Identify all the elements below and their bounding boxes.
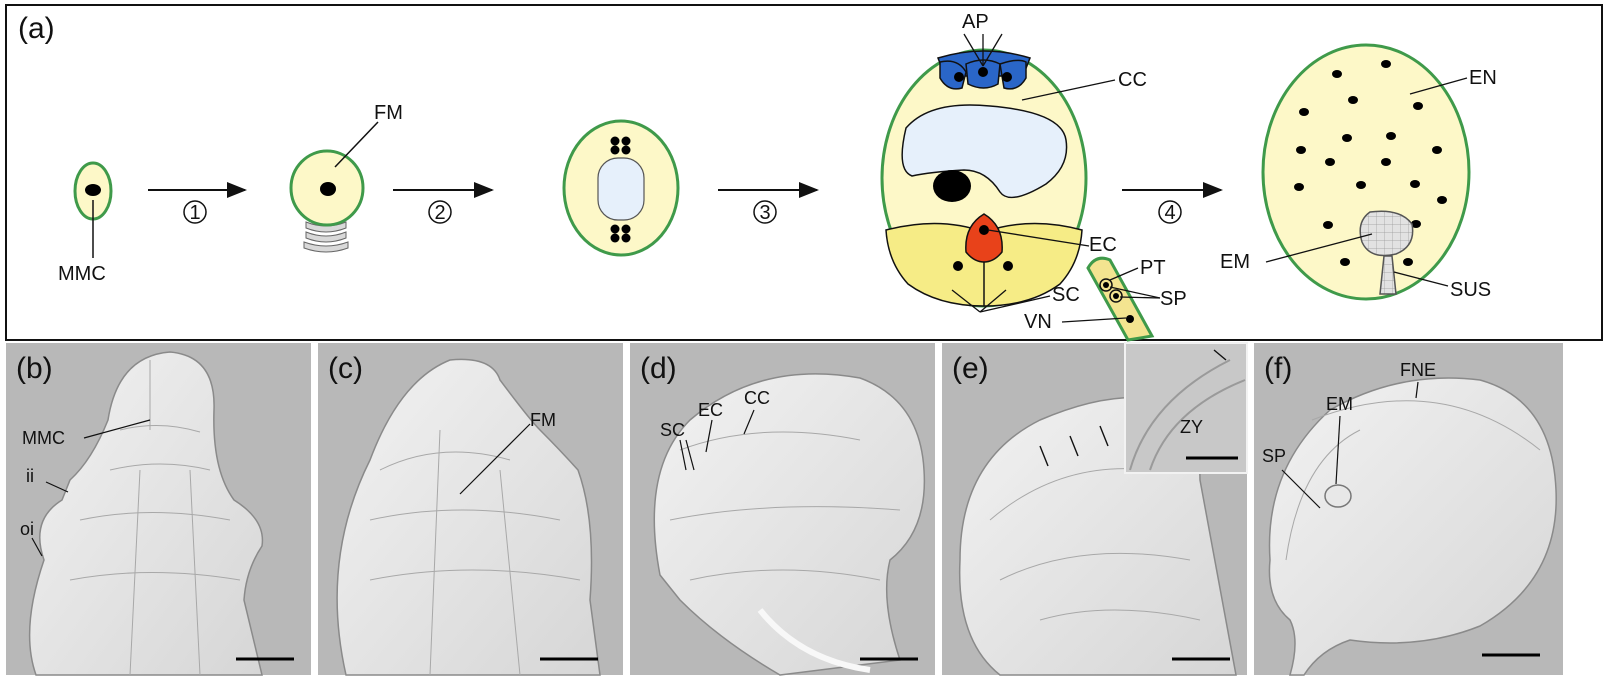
label-b-mmc: MMC (22, 428, 65, 448)
label-d-sc: SC (660, 420, 685, 440)
label-f-sp: SP (1262, 446, 1286, 466)
four-nucleate-sac (562, 119, 680, 257)
endosperm-cell: EN EM SUS (1220, 43, 1497, 301)
label-sp: SP (1160, 288, 1187, 310)
mmc-cell: MMC (58, 161, 113, 285)
embryo-proper (1359, 210, 1414, 295)
pollen-tube: PT SP VN (1024, 256, 1187, 342)
panel-e-micrograph: ZY (e) (942, 342, 1248, 676)
label-d-ec: EC (698, 400, 723, 420)
panel-label-c: (c) (328, 352, 363, 385)
panel-c-micrograph: (c) FM (318, 343, 623, 676)
label-ap: AP (962, 11, 989, 33)
label-vn: VN (1024, 311, 1052, 333)
label-f-em: EM (1326, 394, 1353, 414)
panel-f-micrograph: (f) FNE EM SP (1254, 343, 1563, 676)
step-number-1: 1 (189, 202, 200, 224)
label-sc: SC (1052, 284, 1080, 306)
panel-d-micrograph: (d) SC EC CC (630, 343, 935, 676)
label-b-oi: oi (20, 519, 34, 539)
panel-e-arrows (1039, 425, 1109, 467)
step-number-4: 4 (1164, 202, 1175, 224)
step-arrow-2: 2 (393, 182, 494, 224)
panel-a-schematic: (a) MMC 1 FM 2 (5, 4, 1603, 342)
label-f-fne: FNE (1400, 360, 1436, 380)
label-b-ii: ii (26, 466, 34, 486)
panel-label-a: (a) (18, 12, 55, 45)
step-arrow-3: 3 (718, 182, 819, 224)
fm-cell: FM (289, 102, 403, 253)
panel-label-e: (e) (952, 352, 989, 385)
panel-e-inset: ZY (1124, 342, 1248, 474)
label-e-zy: ZY (1180, 417, 1203, 437)
label-em: EM (1220, 251, 1250, 273)
panel-b-micrograph: (b) MMC ii oi (6, 343, 311, 676)
mature-embryo-sac: AP CC EC SC (880, 11, 1147, 313)
panel-label-b: (b) (16, 352, 53, 385)
label-mmc: MMC (58, 263, 106, 285)
step-arrow-4: 4 (1122, 182, 1223, 224)
panel-label-f: (f) (1264, 352, 1292, 385)
label-sus: SUS (1450, 279, 1491, 301)
label-en: EN (1469, 67, 1497, 89)
panel-label-d: (d) (640, 352, 677, 385)
label-d-cc: CC (744, 388, 770, 408)
label-ec: EC (1089, 234, 1117, 256)
label-cc: CC (1118, 69, 1147, 91)
label-pt: PT (1140, 257, 1166, 279)
label-fm: FM (374, 102, 403, 124)
step-number-3: 3 (759, 202, 770, 224)
step-number-2: 2 (434, 202, 445, 224)
label-c-fm: FM (530, 410, 556, 430)
step-arrow-1: 1 (148, 182, 247, 224)
